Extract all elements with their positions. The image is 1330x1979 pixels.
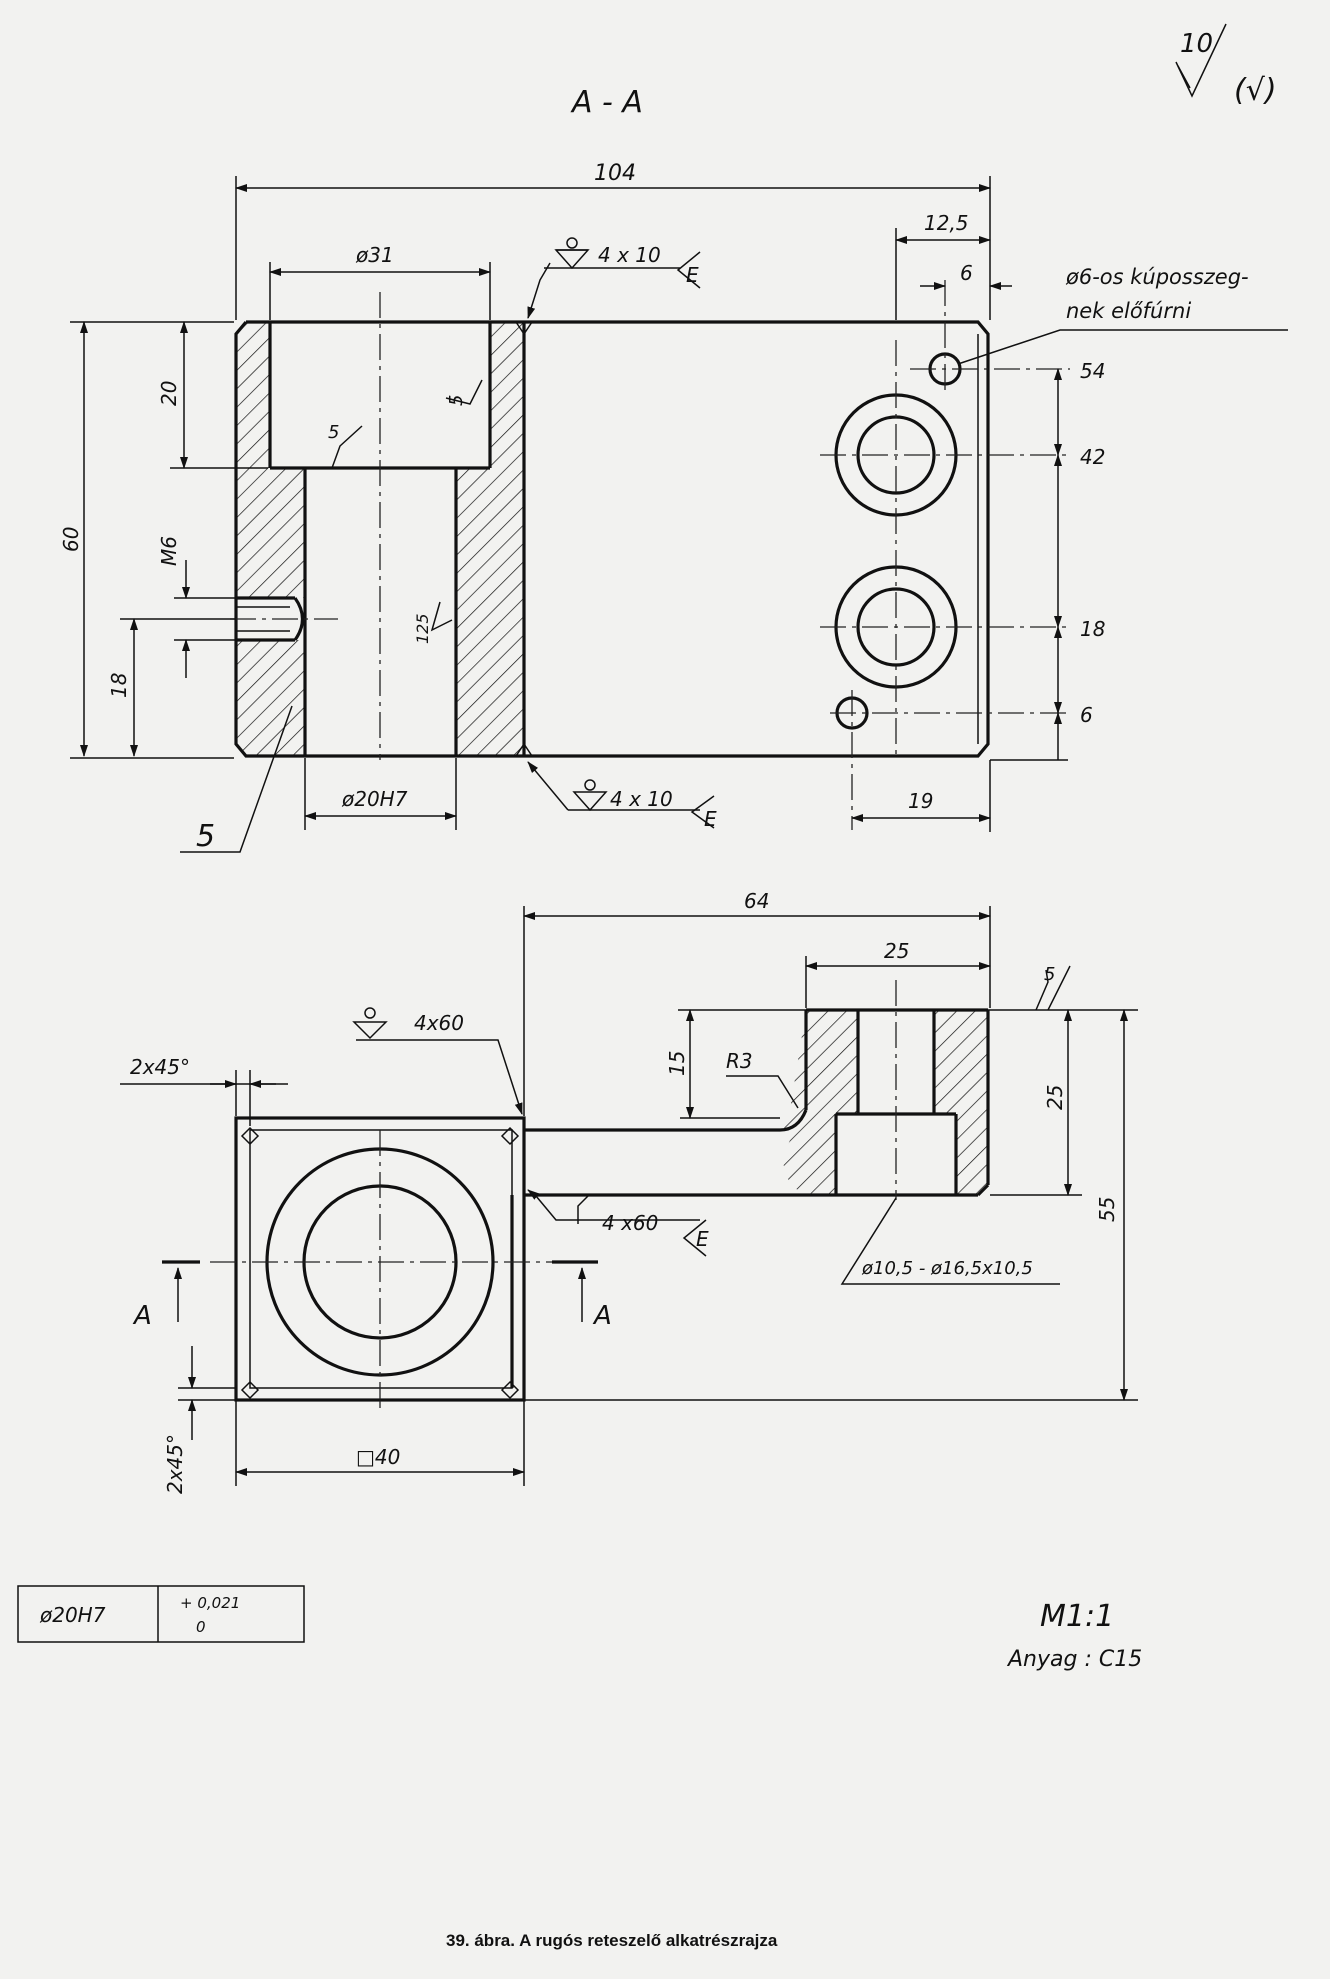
dim-55: 55 [1095, 1197, 1119, 1222]
rough-5a: 5 [328, 422, 339, 443]
counterbore-note: ø10,5 - ø16,5x10,5 [861, 1258, 1033, 1279]
chamfer-bottom: 2x45° [163, 1434, 187, 1494]
chamfer-top: 2x45° [130, 1055, 190, 1079]
dim-18-left: 18 [107, 673, 131, 698]
section-view [70, 176, 1288, 853]
roughness-value: 10 [1180, 29, 1213, 59]
weld-top-e: E [686, 263, 699, 287]
dim-12-5: 12,5 [924, 211, 969, 235]
plan-view [120, 906, 1138, 1486]
dia-31: ø31 [355, 243, 394, 267]
table-upper: + 0,021 [180, 1594, 240, 1612]
rough-5b: 5 [446, 395, 467, 406]
dim-18-right: 18 [1080, 617, 1105, 641]
square-40: □40 [356, 1445, 400, 1469]
table-lower: 0 [196, 1618, 206, 1636]
center-lines [230, 280, 1070, 830]
dim-6-right: 6 [1080, 703, 1093, 727]
note-line-1: ø6-os kúposszeg- [1065, 265, 1249, 289]
table-fit: ø20H7 [39, 1603, 106, 1627]
dim-25-top: 25 [884, 939, 909, 963]
dim-6-top: 6 [960, 261, 973, 285]
plan-dimensions [120, 906, 1138, 1486]
weld-4x60-side: 4 x60 [602, 1211, 658, 1235]
tolerance-table [17, 1585, 305, 1643]
plan-hatching [782, 1010, 988, 1195]
holes-right [834, 352, 962, 730]
weld-4x60-top: 4x60 [414, 1011, 464, 1035]
dim-15: 15 [665, 1051, 689, 1076]
note-line-2: nek előfúrni [1066, 299, 1191, 323]
dim-m6: M6 [157, 536, 181, 566]
rough-5-plan: 5 [1044, 964, 1055, 985]
section-marker-left: A [132, 1301, 152, 1331]
roughness-bracket: (√) [1234, 73, 1277, 108]
dim-54: 54 [1080, 359, 1105, 383]
section-title: A - A [570, 85, 643, 120]
section-outline [234, 320, 990, 758]
material-label: Anyag : C15 [1006, 1647, 1142, 1672]
section-dimensions [70, 176, 1288, 853]
figure-caption: 39. ábra. A rugós reteszelő alkatrészraj… [446, 1931, 778, 1950]
roughness-symbol [1175, 23, 1227, 98]
weld-bottom-e: E [704, 807, 717, 831]
scale-label: M1:1 [1040, 1599, 1114, 1634]
weld-side-e: E [696, 1227, 709, 1251]
section-marker-right: A [592, 1301, 612, 1331]
dia-20h7: ø20H7 [341, 787, 408, 811]
dim-19: 19 [908, 789, 933, 813]
dim-64: 64 [744, 889, 769, 913]
dim-60: 60 [59, 527, 83, 552]
dim-25-right: 25 [1043, 1085, 1067, 1110]
plan-center-lines [210, 980, 897, 1410]
weld-bottom-label: 4 x 10 [610, 787, 673, 811]
radius-r3: R3 [726, 1049, 753, 1073]
part-number: 5 [196, 819, 215, 854]
plan-outline [234, 1008, 990, 1402]
dim-42: 42 [1080, 445, 1105, 469]
weld-top-label: 4 x 10 [598, 243, 661, 267]
dim-104: 104 [594, 161, 636, 186]
dim-20: 20 [157, 381, 181, 406]
rough-125: 125 [413, 613, 432, 644]
